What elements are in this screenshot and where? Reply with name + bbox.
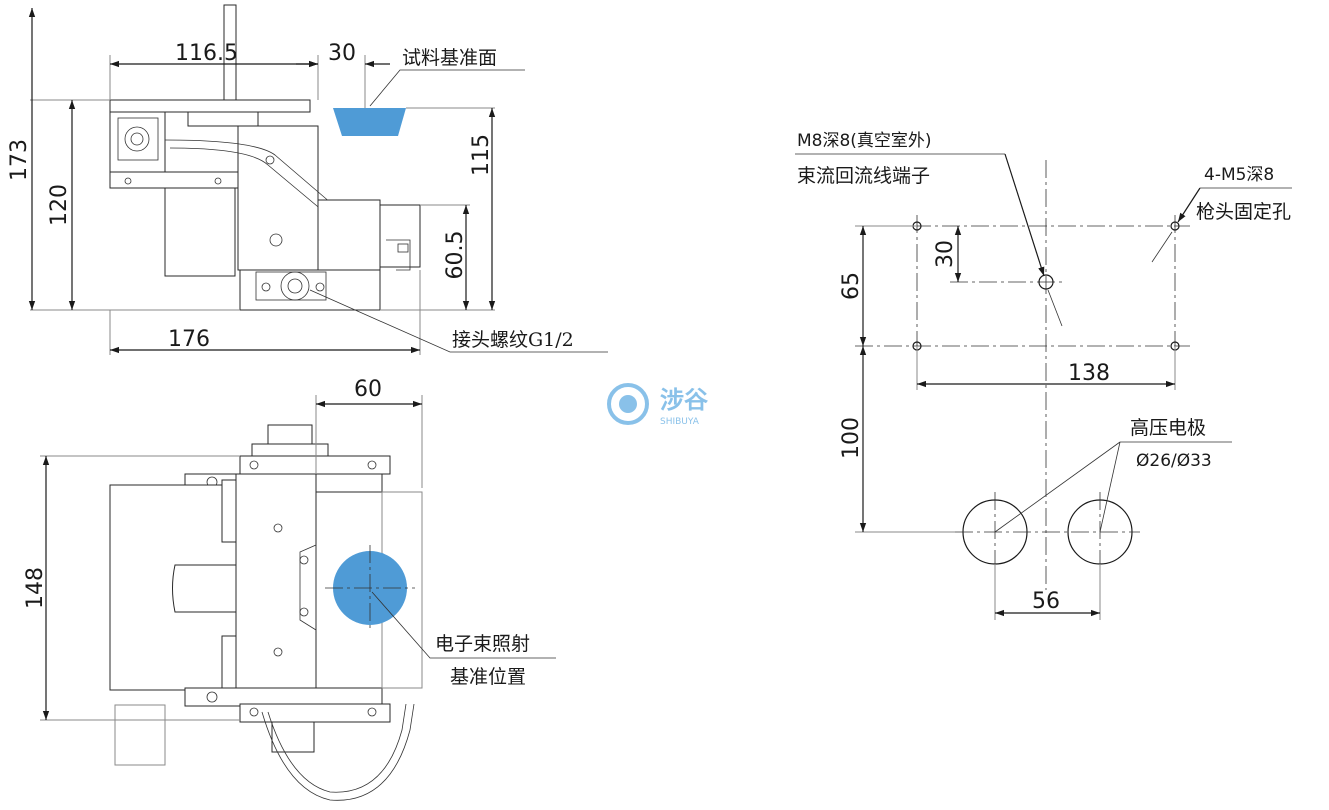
bottom-fitting (271, 721, 315, 753)
bottom-box (114, 704, 166, 766)
dim-65: 65 (839, 272, 864, 300)
dim-173: 173 (7, 139, 32, 181)
body-screw (269, 233, 283, 247)
housing-slot (172, 564, 241, 613)
fitting-screw (315, 282, 325, 292)
body-screw (273, 647, 283, 657)
fitting-plate (255, 271, 327, 301)
dim-56: 56 (1032, 589, 1060, 614)
top-flange (109, 99, 311, 113)
electrode-leader-left (994, 441, 1121, 533)
rail-screw (249, 460, 259, 470)
m5-hole (1170, 221, 1180, 231)
body-screw (265, 155, 275, 165)
label-m8-line1: M8深8(真空室外) (797, 131, 932, 151)
dim-148: 148 (23, 567, 48, 609)
top-cap (267, 424, 313, 446)
label-beam-line2: 基准位置 (450, 666, 526, 688)
m8-leader (1004, 153, 1045, 277)
logo-ring-icon (607, 383, 649, 425)
dim-60-5: 60.5 (443, 231, 468, 280)
sample-reference-surface (333, 108, 406, 136)
dim-176: 176 (168, 327, 210, 352)
wedge-screw (299, 555, 309, 565)
left-box (109, 111, 166, 173)
left-box-port-inner (130, 132, 144, 146)
rail-screw (367, 460, 377, 470)
body-screw (273, 523, 283, 533)
cable-edge (169, 147, 373, 253)
rod-clamp (187, 111, 259, 127)
dim-30: 30 (328, 41, 356, 66)
hose (261, 703, 415, 801)
right-block (317, 199, 381, 271)
dim-116-5: 116.5 (175, 41, 238, 66)
right-connector (379, 204, 421, 268)
electrode-leader-right (1099, 441, 1121, 533)
bottom-rail (239, 703, 391, 723)
logo-sub: SHIBUYA (660, 417, 700, 427)
dim-115: 115 (469, 134, 494, 176)
label-electrode-line1: 高压电极 (1130, 417, 1206, 439)
logo-core-icon (619, 395, 637, 413)
center-body (235, 473, 317, 707)
wedge (299, 544, 317, 631)
dim-100: 100 (839, 417, 864, 459)
dim-60: 60 (354, 377, 382, 402)
label-sample-reference: 试料基准面 (402, 47, 497, 69)
rail-screw (249, 707, 259, 717)
dim-138: 138 (1068, 361, 1110, 386)
top-view: 60 148 电子束照射 基准位置 (23, 377, 556, 801)
clamp-bar (221, 479, 237, 543)
thread-leader (309, 289, 608, 353)
label-m8-line2: 束流回流线端子 (797, 165, 930, 187)
sample-reference-leader (369, 69, 525, 107)
label-beam-line1: 电子束照射 (435, 633, 530, 655)
beam-leader (371, 591, 556, 659)
dim-30: 30 (933, 240, 958, 268)
side-view: 116.5 30 173 120 115 60.5 176 试料基准面 接头螺纹… (7, 4, 608, 355)
left-box-port-outer (124, 126, 150, 152)
label-m5-line1: 4-M5深8 (1204, 165, 1274, 185)
top-rail (239, 455, 391, 475)
screw (124, 177, 132, 185)
hose-edge (267, 703, 407, 793)
fitting-port (280, 271, 310, 301)
label-thread: 接头螺纹G1/2 (452, 329, 574, 351)
connector-hook (386, 239, 411, 271)
left-base-plate (109, 171, 239, 189)
logo-name: 涉谷 (660, 386, 709, 414)
logo: 涉谷 SHIBUYA (607, 383, 709, 427)
label-electrode-line2: Ø26/Ø33 (1136, 451, 1212, 471)
lower-plate (184, 687, 383, 707)
left-box-window (117, 117, 159, 161)
wedge-screw (299, 607, 309, 617)
connector-nut (397, 243, 409, 253)
fitting-screw (261, 282, 271, 292)
m8-hole (1038, 274, 1054, 290)
lower-left-block (164, 187, 236, 277)
plate-screw (206, 691, 218, 703)
main-body (237, 125, 319, 271)
fitting-port-inner (287, 278, 303, 294)
cable (164, 139, 381, 246)
screw (214, 177, 222, 185)
hole-pattern-view: 65 30 138 100 56 M8深8(真空室外) 束流回流线端子 4-M5… (795, 131, 1292, 620)
label-m5-line2: 枪头固定孔 (1196, 201, 1291, 223)
m5-leader (1177, 187, 1201, 223)
rail-screw (367, 707, 377, 717)
dim-120: 120 (47, 184, 72, 226)
